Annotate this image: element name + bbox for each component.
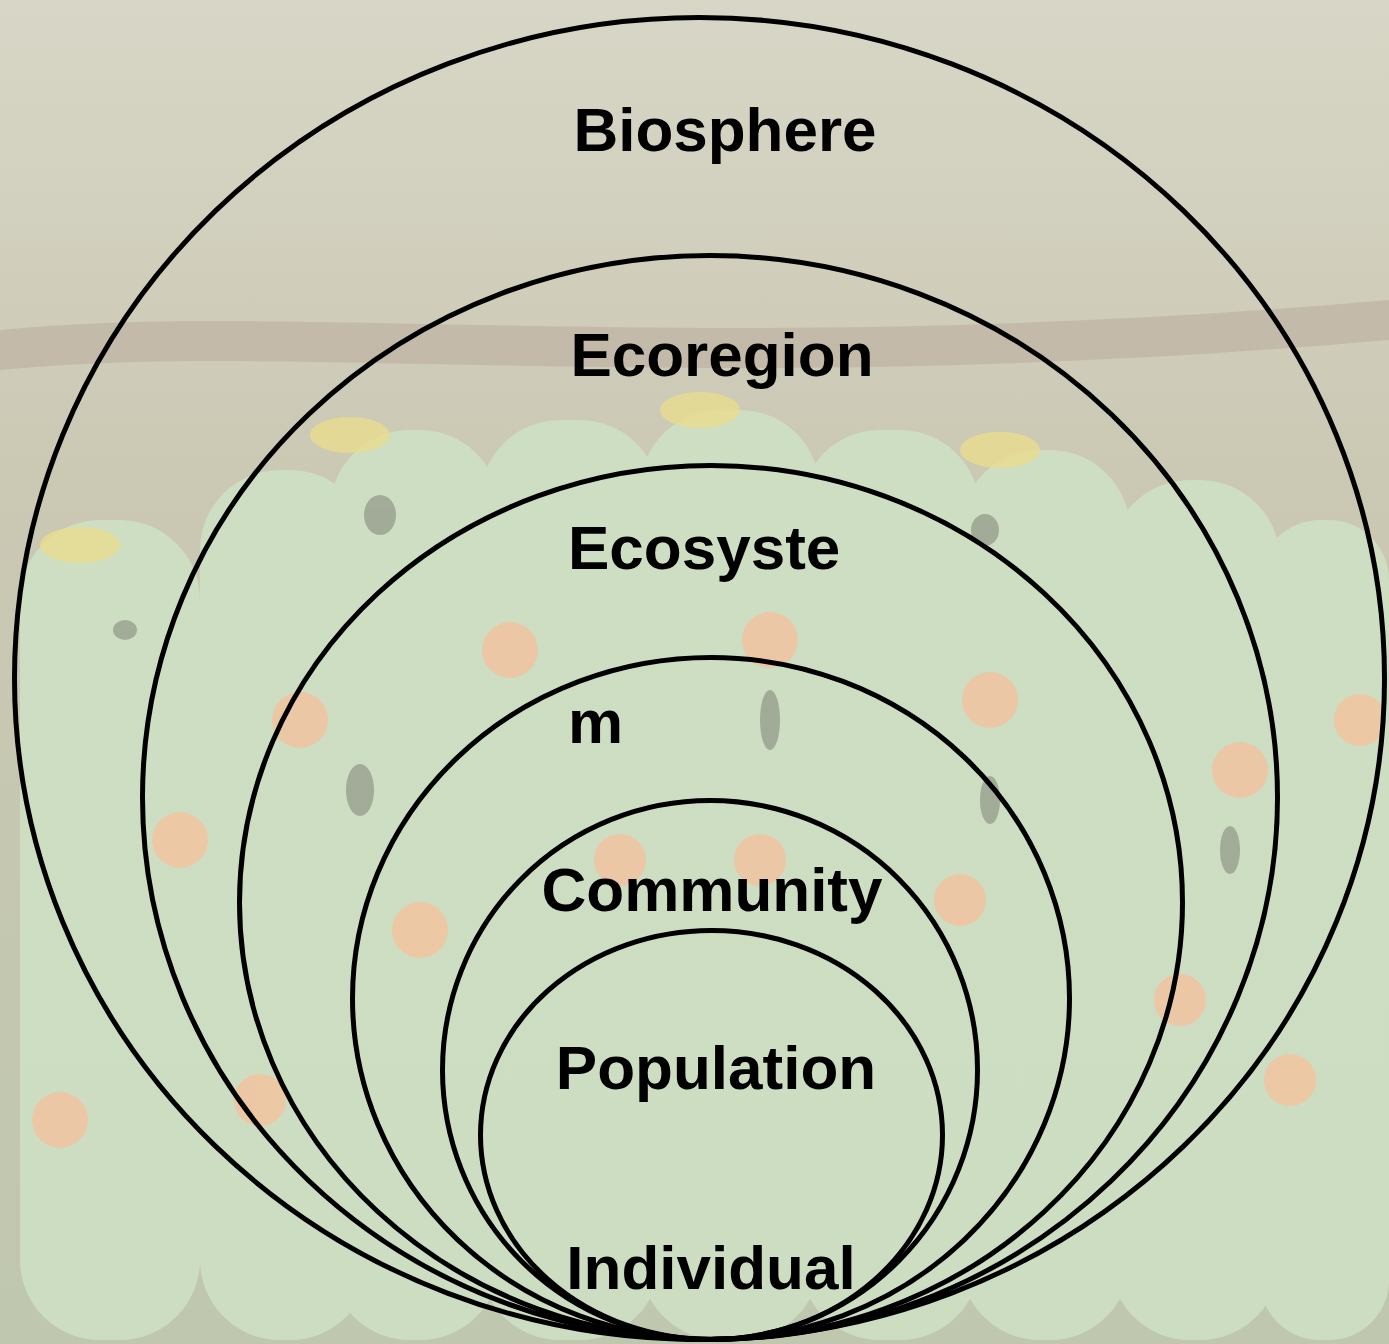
ecoregion-ring: EcoregionEcosyste mCommunityPopulationIn… <box>140 253 1280 1342</box>
biosphere-ring: BiosphereEcoregionEcosyste mCommunityPop… <box>12 15 1387 1342</box>
ecosystem-ring: Ecosyste mCommunityPopulationIndividual <box>237 463 1185 1342</box>
level-label: Ecoregion <box>570 319 873 390</box>
caterpillar-tufts <box>40 392 1040 563</box>
level-label: Population <box>556 1032 876 1103</box>
ellipse-outline <box>143 256 1278 1340</box>
ring-outline <box>12 15 1387 1342</box>
community-ring: CommunityPopulationIndividual <box>440 798 980 1342</box>
ellipse-outline <box>15 18 1385 1340</box>
inner-ring-outline <box>353 658 1070 1340</box>
ellipse-outline <box>481 931 943 1340</box>
level-label: Community <box>542 854 883 925</box>
ellipse-outline <box>443 801 978 1340</box>
ellipse-outline <box>240 466 1183 1340</box>
level-label: Individual <box>566 1232 855 1303</box>
level-label: Biosphere <box>573 94 876 165</box>
level-label: Ecosyste m <box>568 461 840 809</box>
caterpillars <box>20 410 1389 1340</box>
ring-outline <box>140 253 1280 1342</box>
population-ring: PopulationIndividual <box>478 928 945 1342</box>
